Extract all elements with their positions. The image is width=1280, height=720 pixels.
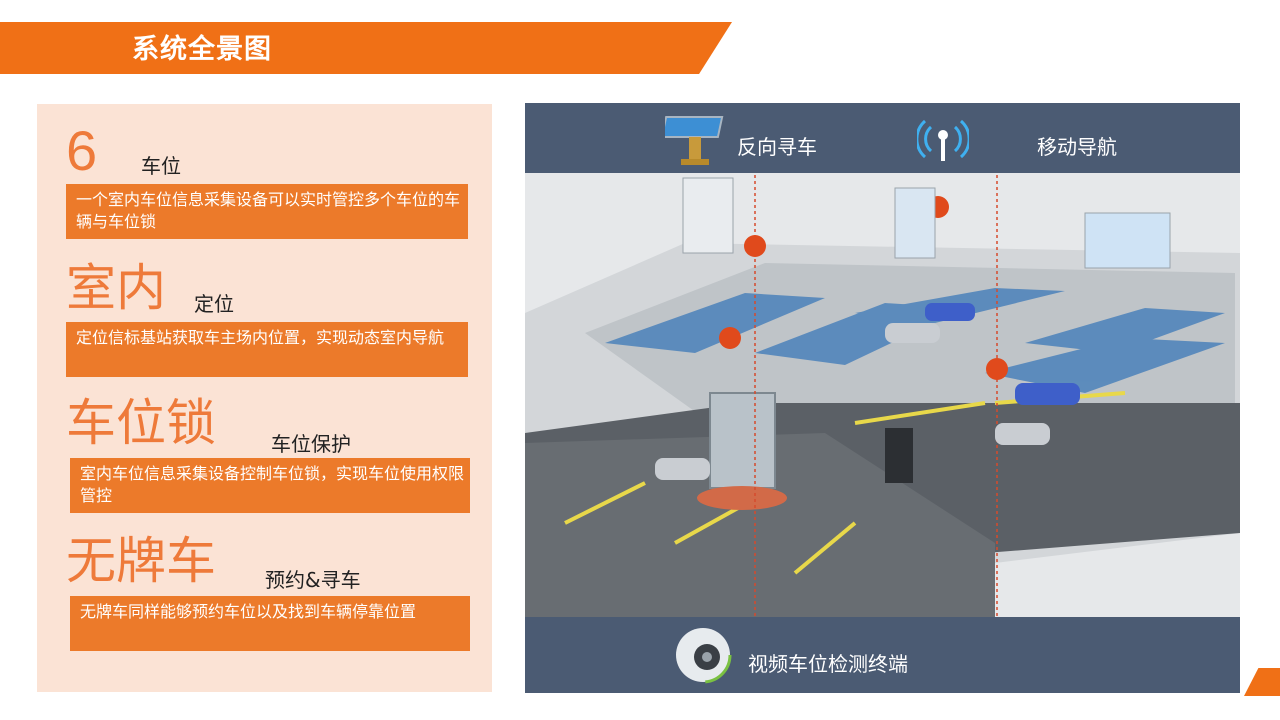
feature-4-description: 无牌车同样能够预约车位以及找到车辆停靠位置	[70, 596, 470, 651]
feature-1-description: 一个室内车位信息采集设备可以实时管控多个车位的车辆与车位锁	[66, 184, 468, 239]
kiosk-icon	[665, 116, 724, 165]
feature-1-headline: 6	[66, 119, 98, 182]
scene-top-bar	[525, 103, 1240, 173]
feature-4-headline: 无牌车	[66, 532, 216, 590]
feature-3-description: 室内车位信息采集设备控制车位锁，实现车位使用权限管控	[70, 458, 470, 513]
mobile-navigation-label: 移动导航	[1037, 135, 1117, 159]
video-detection-label: 视频车位检测终端	[748, 652, 908, 676]
feature-3-headline: 车位锁	[66, 394, 216, 452]
header-banner	[0, 22, 732, 74]
reverse-car-search-label: 反向寻车	[737, 135, 817, 159]
parking-illustration	[525, 163, 1240, 617]
page-title: 系统全景图	[132, 34, 272, 65]
wireless-signal-icon	[917, 119, 969, 161]
feature-2-description: 定位信标基站获取车主场内位置，实现动态室内导航	[66, 322, 468, 377]
parking-scene: 反向寻车 移动导航 视频车位检测终端	[525, 103, 1240, 693]
feature-1-subtitle: 车位	[141, 154, 181, 178]
corner-accent	[1244, 668, 1280, 696]
camera-icon	[674, 626, 732, 684]
feature-2-subtitle: 定位	[194, 292, 234, 316]
feature-2-headline: 室内	[66, 259, 166, 317]
feature-3-subtitle: 车位保护	[271, 432, 351, 456]
scene-bottom-bar	[525, 617, 1240, 693]
feature-4-subtitle: 预约&寻车	[265, 568, 361, 592]
